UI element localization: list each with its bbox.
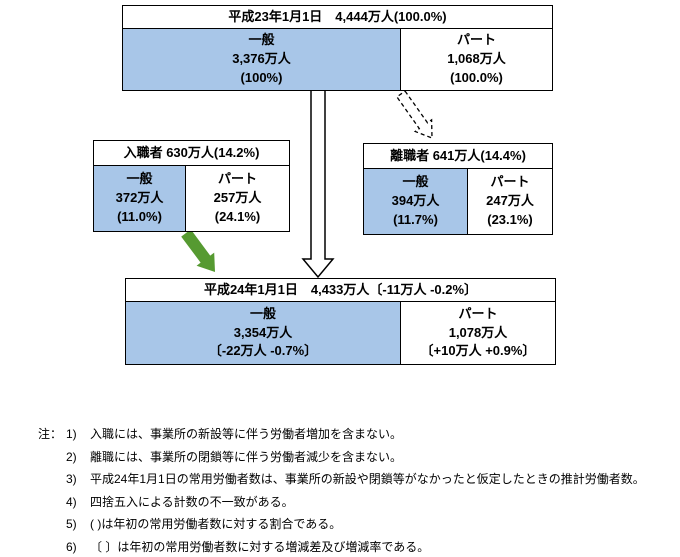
footnote-row: 6) 〔 〕は年初の常用労働者数に対する増減差及び増減率である。 (38, 540, 645, 554)
cell-note: (11.0%) (117, 208, 162, 224)
footnote-text: 平成24年1月1日の常用労働者数は、事業所の新設や閉鎖等がなかったと仮定したとき… (90, 472, 645, 486)
box-2012: 平成24年1月1日 4,433万人〔-11万人 -0.2%〕 一般 3,354万… (125, 278, 556, 365)
box-hires-general-cell: 一般 372万人 (11.0%) (94, 166, 186, 231)
cell-label: 一般 (126, 171, 153, 187)
footnote-row: 3) 平成24年1月1日の常用労働者数は、事業所の新設や閉鎖等がなかったと仮定し… (38, 472, 645, 486)
cell-label: パート (456, 32, 496, 48)
down-arrow (301, 88, 335, 279)
footnote-row: 2) 離職には、事業所の閉鎖等に伴う労働者減少を含まない。 (38, 450, 645, 464)
box-2011-part-cell: パート 1,068万人 (100.0%) (401, 29, 552, 90)
cell-label: パート (490, 174, 530, 190)
cell-value: 257万人 (213, 190, 262, 206)
footnote-text: 四捨五入による計数の不一致がある。 (90, 494, 294, 509)
footnote-number: 2) (66, 449, 77, 464)
cell-note: (24.1%) (214, 208, 261, 224)
footnote-row: 5) ( )は年初の常用労働者数に対する割合である。 (38, 517, 645, 531)
box-2011-header: 平成23年1月1日 4,444万人(100.0%) (123, 6, 552, 29)
cell-value: 372万人 (115, 190, 164, 206)
footnote-prefix (38, 540, 66, 554)
cell-label: 一般 (249, 305, 276, 321)
cell-note: 〔-22万人 -0.7%〕 (208, 343, 318, 359)
footnote-text: ( )は年初の常用労働者数に対する割合である。 (90, 517, 342, 531)
footnote-number: 1) (66, 427, 77, 441)
footnote-number: 4) (66, 494, 77, 509)
footnote-prefix (38, 495, 66, 509)
footnote-row: 注： 1) 入職には、事業所の新設等に伴う労働者増加を含まない。 (38, 427, 645, 441)
cell-label: パート (458, 305, 498, 321)
box-hires-header: 入職者 630万人(14.2%) (94, 141, 289, 166)
footnote-text: 〔 〕は年初の常用労働者数に対する増減差及び増減率である。 (90, 539, 430, 554)
footnote-prefix (38, 472, 66, 486)
box-hires: 入職者 630万人(14.2%) 一般 372万人 (11.0%) パート 25… (93, 140, 290, 232)
footnote-row: 4) 四捨五入による計数の不一致がある。 (38, 495, 645, 509)
footnote-text: 離職には、事業所の閉鎖等に伴う労働者減少を含まない。 (90, 449, 403, 464)
cell-value: 3,376万人 (232, 51, 291, 67)
cell-note: (100%) (240, 69, 283, 85)
footnote-text: 入職には、事業所の新設等に伴う労働者増加を含まない。 (90, 427, 403, 441)
footnote-number: 5) (66, 517, 77, 531)
box-2012-general-cell: 一般 3,354万人 〔-22万人 -0.7%〕 (126, 302, 401, 364)
box-2012-header: 平成24年1月1日 4,433万人〔-11万人 -0.2%〕 (126, 279, 555, 302)
box-leavers: 離職者 641万人(14.4%) 一般 394万人 (11.7%) パート 24… (363, 143, 553, 235)
box-2011: 平成23年1月1日 4,444万人(100.0%) 一般 3,376万人 (10… (122, 5, 553, 91)
cell-value: 3,354万人 (233, 324, 293, 340)
hires-green-arrow (181, 229, 215, 272)
footnotes: 注： 1) 入職には、事業所の新設等に伴う労働者増加を含まない。 2) 離職には… (38, 427, 645, 557)
cell-note: 〔+10万人 +0.9%〕 (420, 343, 536, 359)
footnote-number: 6) (66, 539, 77, 554)
cell-value: 247万人 (486, 193, 534, 209)
leavers-dashed-arrow (395, 90, 433, 139)
footnote-prefix: 注： (38, 427, 63, 441)
cell-note: (23.1%) (487, 211, 533, 227)
box-leavers-header: 離職者 641万人(14.4%) (364, 144, 552, 169)
box-leavers-general-cell: 一般 394万人 (11.7%) (364, 169, 468, 234)
cell-note: (100.0%) (450, 69, 503, 85)
cell-value: 1,068万人 (447, 51, 506, 67)
box-2012-part-cell: パート 1,078万人 〔+10万人 +0.9%〕 (401, 302, 555, 364)
cell-label: 一般 (402, 174, 429, 190)
cell-label: 一般 (248, 32, 275, 48)
cell-label: パート (217, 171, 257, 187)
footnote-prefix (38, 517, 66, 531)
footnote-number: 3) (66, 472, 77, 486)
box-leavers-part-cell: パート 247万人 (23.1%) (468, 169, 552, 234)
cell-note: (11.7%) (393, 211, 438, 227)
cell-value: 394万人 (391, 193, 440, 209)
box-hires-part-cell: パート 257万人 (24.1%) (186, 166, 289, 231)
footnote-prefix (38, 450, 66, 464)
box-2011-general-cell: 一般 3,376万人 (100%) (123, 29, 401, 90)
cell-value: 1,078万人 (448, 324, 508, 340)
